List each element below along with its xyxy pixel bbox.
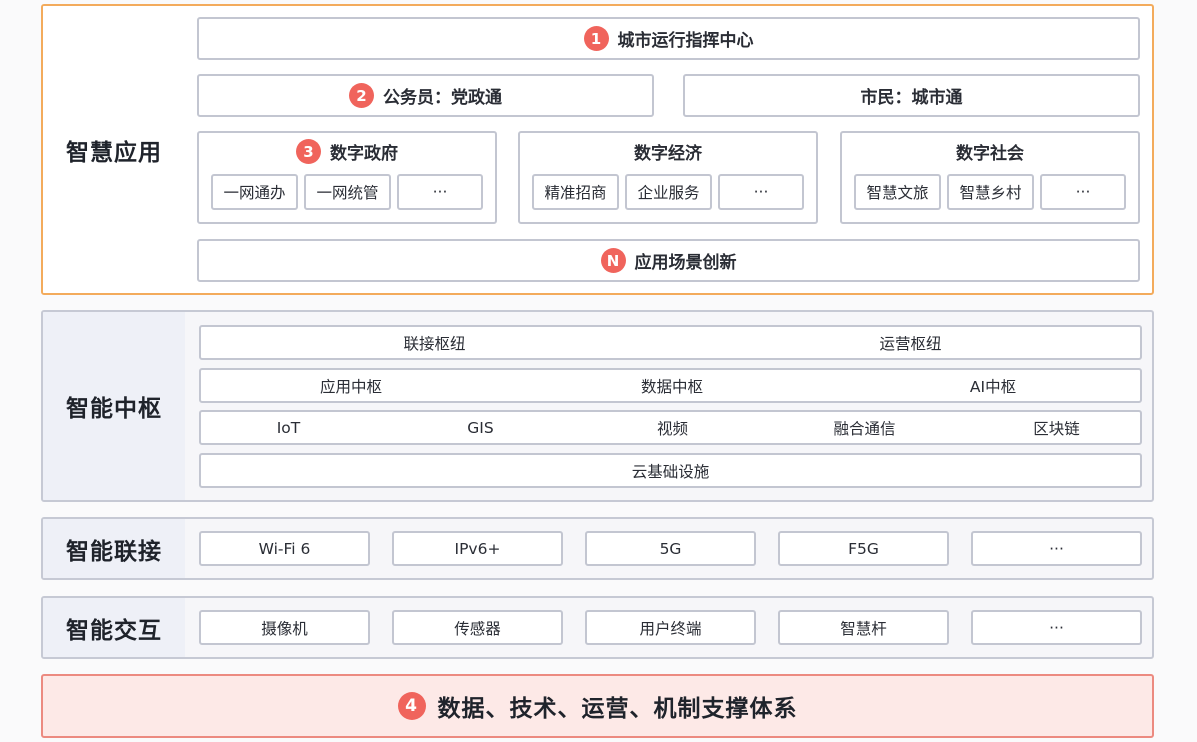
hub-cell[interactable]: AI中枢 [969,377,1017,396]
civil-servant-label: 公务员：党政通 [383,88,502,108]
more-item[interactable]: ··· [397,174,483,210]
hub-cell[interactable]: 运营枢纽 [879,334,942,353]
service-item[interactable]: 一网通办 [211,174,298,210]
hub-cell[interactable]: IoT [276,418,301,437]
more-item[interactable]: ··· [971,531,1142,566]
service-item[interactable]: 一网统管 [304,174,391,210]
digital-government-title: 3 数字政府 [199,139,495,164]
smart-connection-layer: 智能联接 Wi-Fi 6 IPv6+ 5G F5G ··· [41,517,1154,580]
smart-hub-layer: 智能中枢 联接枢纽 运营枢纽 应用中枢 数据中枢 AI中枢 IoT GIS 视频… [41,310,1154,502]
hub-row-centers: 应用中枢 数据中枢 AI中枢 [199,368,1142,403]
support-system-bar[interactable]: 4 数据、技术、运营、机制支撑体系 [41,674,1154,738]
hub-cell[interactable]: 云基础设施 [631,462,710,481]
smart-application-layer: 智慧应用 1 城市运行指挥中心 2 公务员：党政通 市民：城市通 3 数字政府 … [41,4,1154,295]
step-badge-n: N [600,248,626,273]
smart-interaction-layer: 智能交互 摄像机 传感器 用户终端 智慧杆 ··· [41,596,1154,659]
hub-cell[interactable]: 数据中枢 [640,377,703,396]
citizen-box[interactable]: 市民：城市通 [683,74,1140,117]
hub-row-capabilities: IoT GIS 视频 融合通信 区块链 [199,410,1142,445]
connection-item[interactable]: Wi-Fi 6 [199,531,370,566]
scenario-innovation-label: 应用场景创新 [634,253,737,273]
service-item[interactable]: 精准招商 [532,174,619,210]
layer-label-hub: 智能中枢 [43,312,185,500]
digital-society-group: 数字社会 智慧文旅 智慧乡村 ··· [840,131,1140,224]
digital-government-label: 数字政府 [330,144,398,164]
hub-row-hubs: 联接枢纽 运营枢纽 [199,325,1142,360]
interaction-item[interactable]: 智慧杆 [778,610,949,645]
service-item[interactable]: 智慧文旅 [854,174,941,210]
civil-servant-box[interactable]: 2 公务员：党政通 [197,74,654,117]
hub-cell[interactable]: 视频 [656,419,688,438]
interaction-item[interactable]: 摄像机 [199,610,370,645]
hub-cell[interactable]: GIS [467,418,494,437]
interaction-item[interactable]: 传感器 [392,610,563,645]
more-item[interactable]: ··· [971,610,1142,645]
step-badge-2: 2 [349,83,374,108]
layer-label-connection: 智能联接 [43,519,185,578]
service-item[interactable]: 企业服务 [625,174,712,210]
command-center-label: 城市运行指挥中心 [617,31,754,51]
step-badge-3: 3 [296,139,321,164]
layer-label-application: 智慧应用 [43,6,185,293]
hub-cell[interactable]: 联接枢纽 [403,334,466,353]
digital-government-group: 3 数字政府 一网通办 一网统管 ··· [197,131,497,224]
hub-cell[interactable]: 应用中枢 [319,377,382,396]
service-item[interactable]: 智慧乡村 [947,174,1034,210]
connection-item[interactable]: 5G [585,531,756,566]
digital-society-title: 数字社会 [956,144,1024,164]
layer-label-interaction: 智能交互 [43,598,185,657]
more-item[interactable]: ··· [718,174,804,210]
step-badge-4: 4 [397,692,426,720]
digital-economy-title: 数字经济 [634,144,702,164]
hub-cell[interactable]: 融合通信 [833,419,896,438]
digital-economy-group: 数字经济 精准招商 企业服务 ··· [518,131,818,224]
interaction-item[interactable]: 用户终端 [585,610,756,645]
command-center-box[interactable]: 1 城市运行指挥中心 [197,17,1140,60]
hub-row-cloud: 云基础设施 [199,453,1142,488]
hub-cell[interactable]: 区块链 [1033,419,1080,438]
more-item[interactable]: ··· [1040,174,1126,210]
citizen-label: 市民：城市通 [860,88,963,108]
support-system-label: 数据、技术、运营、机制支撑体系 [437,696,798,722]
connection-item[interactable]: F5G [778,531,949,566]
step-badge-1: 1 [583,26,609,51]
scenario-innovation-box[interactable]: N 应用场景创新 [197,239,1140,282]
connection-item[interactable]: IPv6+ [392,531,563,566]
